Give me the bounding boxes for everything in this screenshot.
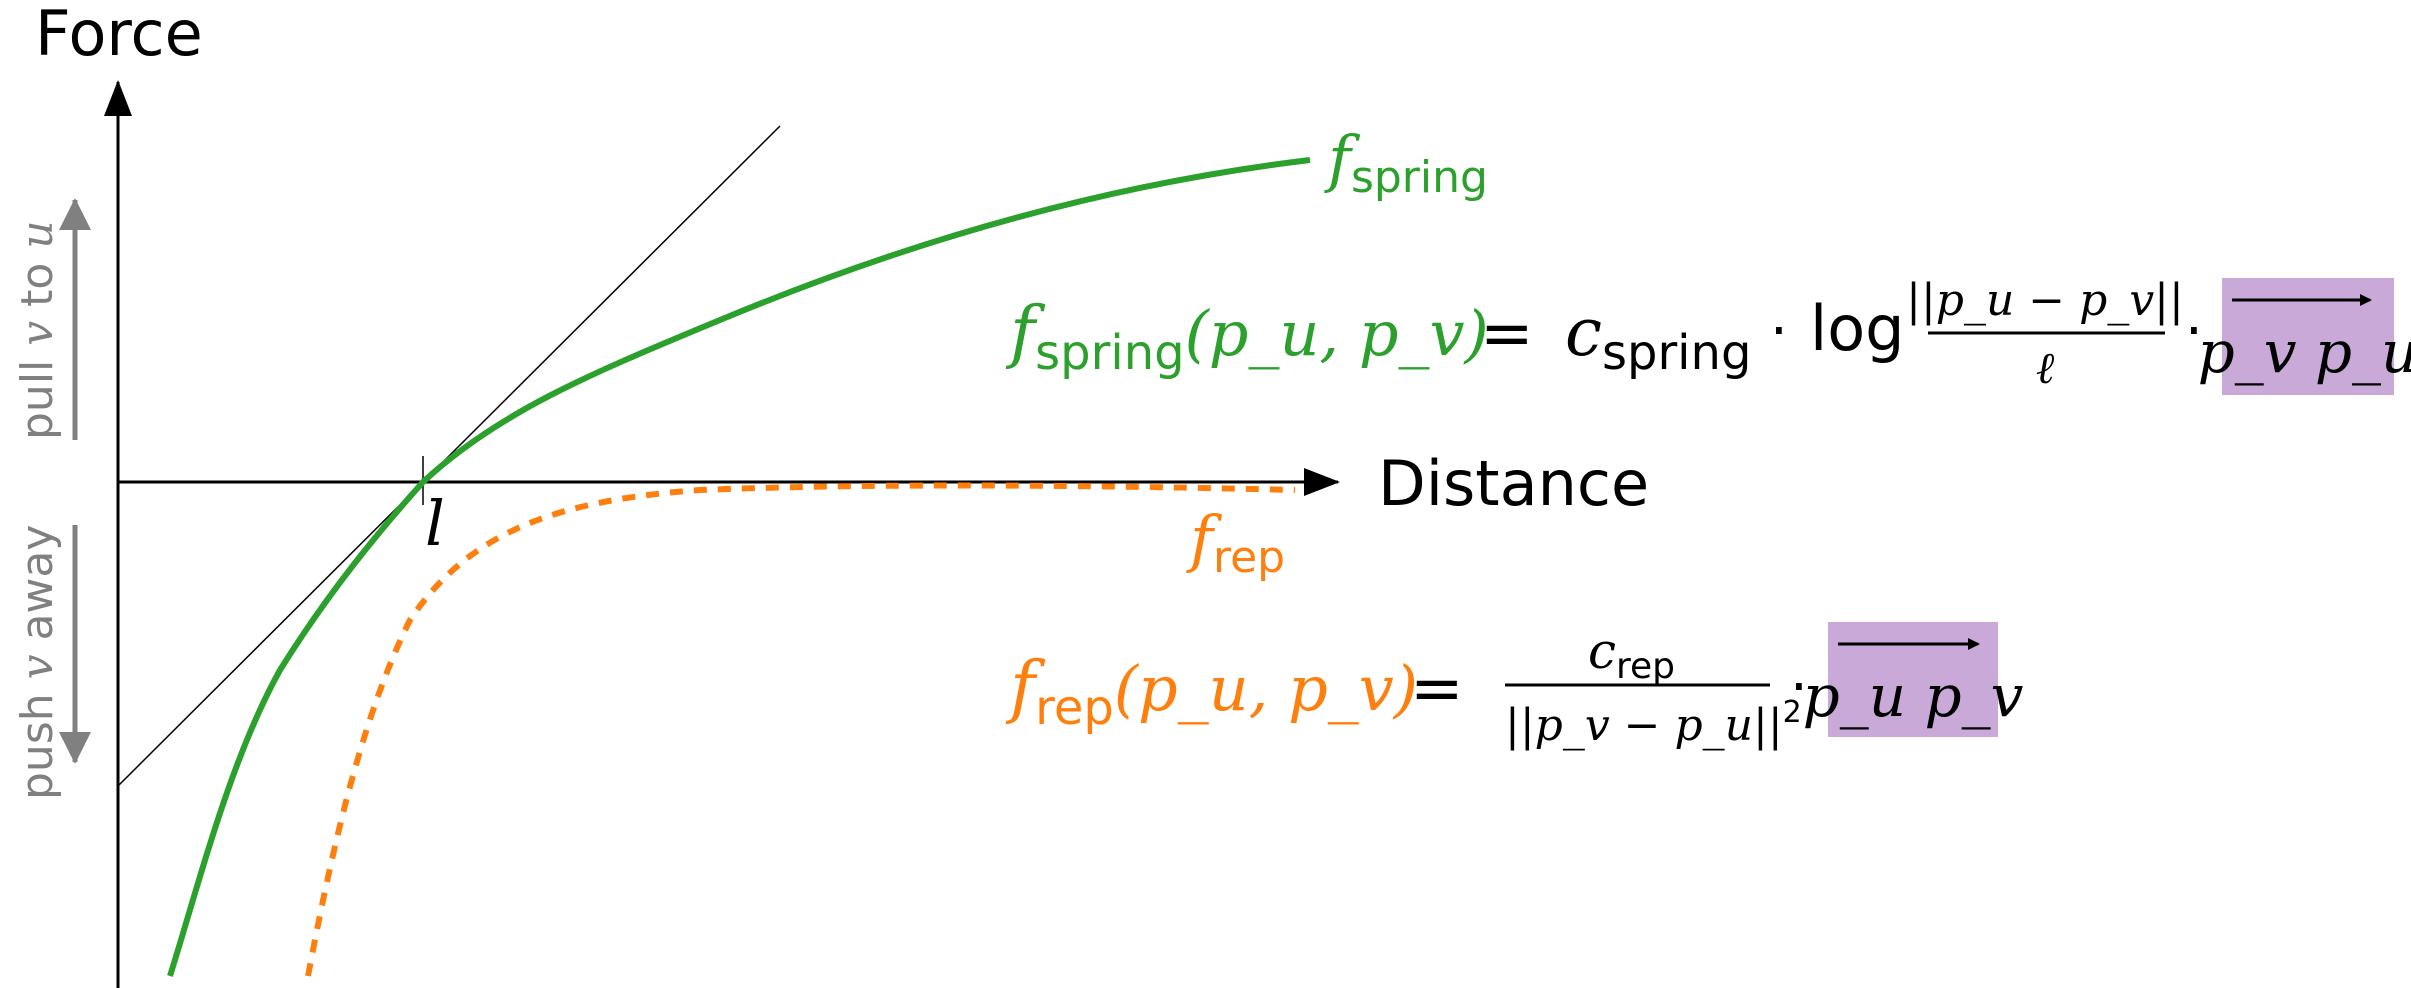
spring-frac-num: ||p_u − p_v|| [1906, 275, 2184, 326]
rep-curve-label: frep [1186, 502, 1285, 583]
svg-text:·: · [1790, 655, 1808, 720]
spring-curve [167, 157, 1311, 977]
svg-text:cspring: cspring [1565, 294, 1751, 381]
svg-text:·: · [2185, 299, 2203, 364]
svg-text:fspring(p_u, p_v): fspring(p_u, p_v) [1005, 293, 1489, 381]
svg-text:=: = [1410, 652, 1464, 726]
spring-vector: p_v p_u [2198, 318, 2411, 386]
push-label: push v away [12, 525, 63, 800]
svg-text:||p_v − p_u||2: ||p_v − p_u||2 [1505, 695, 1802, 751]
pull-label: pull v to u [12, 220, 63, 440]
spring-curve-label: fspring [1324, 122, 1488, 203]
svg-text:·: · [1770, 299, 1788, 364]
y-axis-label: Force [35, 0, 203, 70]
rep-curve [305, 482, 1296, 977]
x-axis-label: Distance [1378, 447, 1649, 520]
rep-vector: p_u p_v [1803, 662, 2024, 730]
svg-text:log: log [1810, 292, 1905, 365]
svg-text:frep(p_u, p_v): frep(p_u, p_v) [1005, 648, 1418, 736]
spring-frac-den: ℓ [2036, 343, 2055, 394]
spring-formula: fspring(p_u, p_v) = cspring · log ||p_u … [1005, 275, 2411, 395]
l-label: l [425, 487, 445, 560]
svg-text:crep: crep [1588, 622, 1675, 687]
svg-text:=: = [1480, 297, 1534, 371]
rep-formula: frep(p_u, p_v) = crep ||p_v − p_u||2 · p… [1005, 622, 2024, 751]
